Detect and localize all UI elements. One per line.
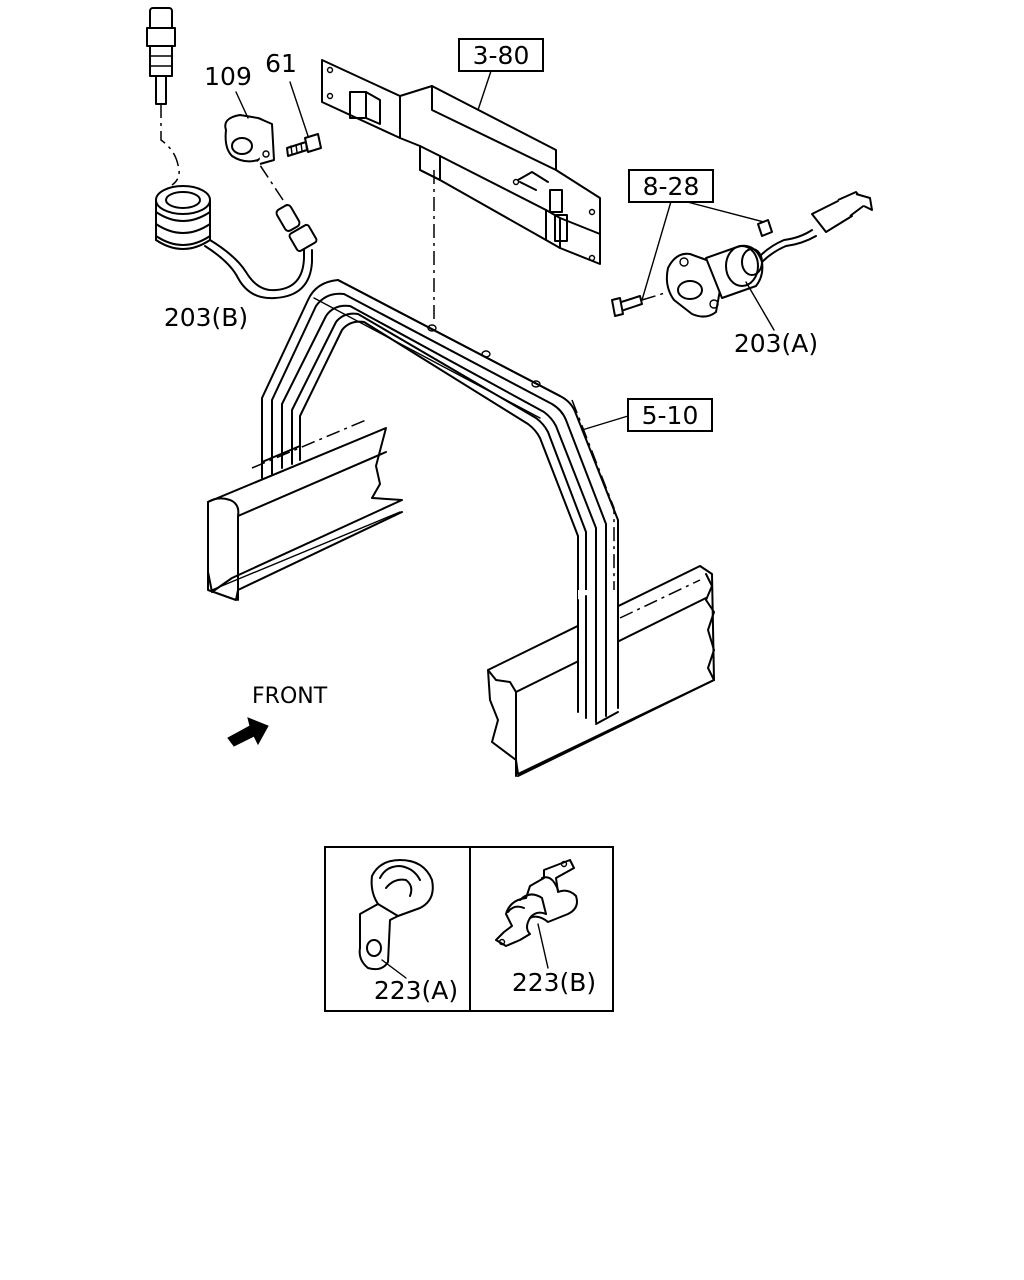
label-front: FRONT	[252, 684, 328, 709]
coiled-cable-assembly	[146, 7, 318, 300]
label-clamp: 109	[204, 62, 252, 91]
label-sensor-a: 203(A)	[734, 329, 818, 358]
label-hardware-ref: 8-28	[628, 169, 714, 203]
svg-text:8-28: 8-28	[643, 172, 700, 201]
right-side-rail	[487, 565, 715, 777]
label-clip-b: 223(B)	[512, 968, 596, 997]
clip-b-part	[495, 859, 578, 969]
sensor-assembly	[611, 191, 873, 331]
bracket-part	[321, 59, 601, 324]
clip-a-part	[358, 859, 434, 979]
arrow-icon	[227, 717, 269, 747]
clamp-part	[224, 91, 275, 165]
bolt-part	[286, 81, 322, 157]
label-bracket-ref: 3-80	[458, 38, 544, 72]
label-bolt: 61	[265, 49, 297, 78]
svg-text:5-10: 5-10	[642, 401, 699, 430]
label-cable-b: 203(B)	[164, 303, 248, 332]
label-clip-a: 223(A)	[374, 976, 458, 1005]
label-frame-ref: 5-10	[627, 398, 713, 432]
svg-text:3-80: 3-80	[473, 41, 530, 70]
left-side-rail	[207, 419, 403, 601]
